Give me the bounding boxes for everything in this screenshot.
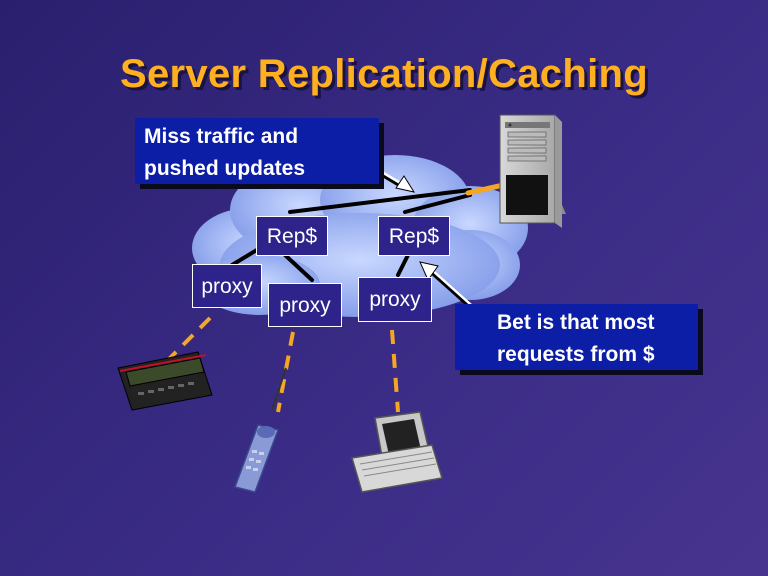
callout-line-1: Bet is that most <box>497 311 655 334</box>
proxy-middle: proxy <box>268 283 342 327</box>
proxy-left: proxy <box>192 264 262 308</box>
server-icon <box>499 114 566 228</box>
replica-cache-right: Rep$ <box>378 216 450 256</box>
callout-line-1: Miss traffic and <box>144 125 299 148</box>
miss-traffic-callout: Miss traffic and pushed updates <box>135 118 379 184</box>
replica-cache-left: Rep$ <box>256 216 328 256</box>
laptop-icon <box>351 411 443 493</box>
proxy-right: proxy <box>358 277 432 322</box>
slide-title: Server Replication/Caching <box>120 52 648 96</box>
callout-line-2: pushed updates <box>144 157 306 180</box>
callout-line-2: requests from $ <box>497 343 655 366</box>
pager-icon <box>117 351 213 411</box>
wireless-links <box>166 316 400 413</box>
bet-callout: Bet is that most requests from $ <box>455 304 698 370</box>
cellphone-icon <box>234 367 287 493</box>
backbone-links <box>288 188 472 214</box>
